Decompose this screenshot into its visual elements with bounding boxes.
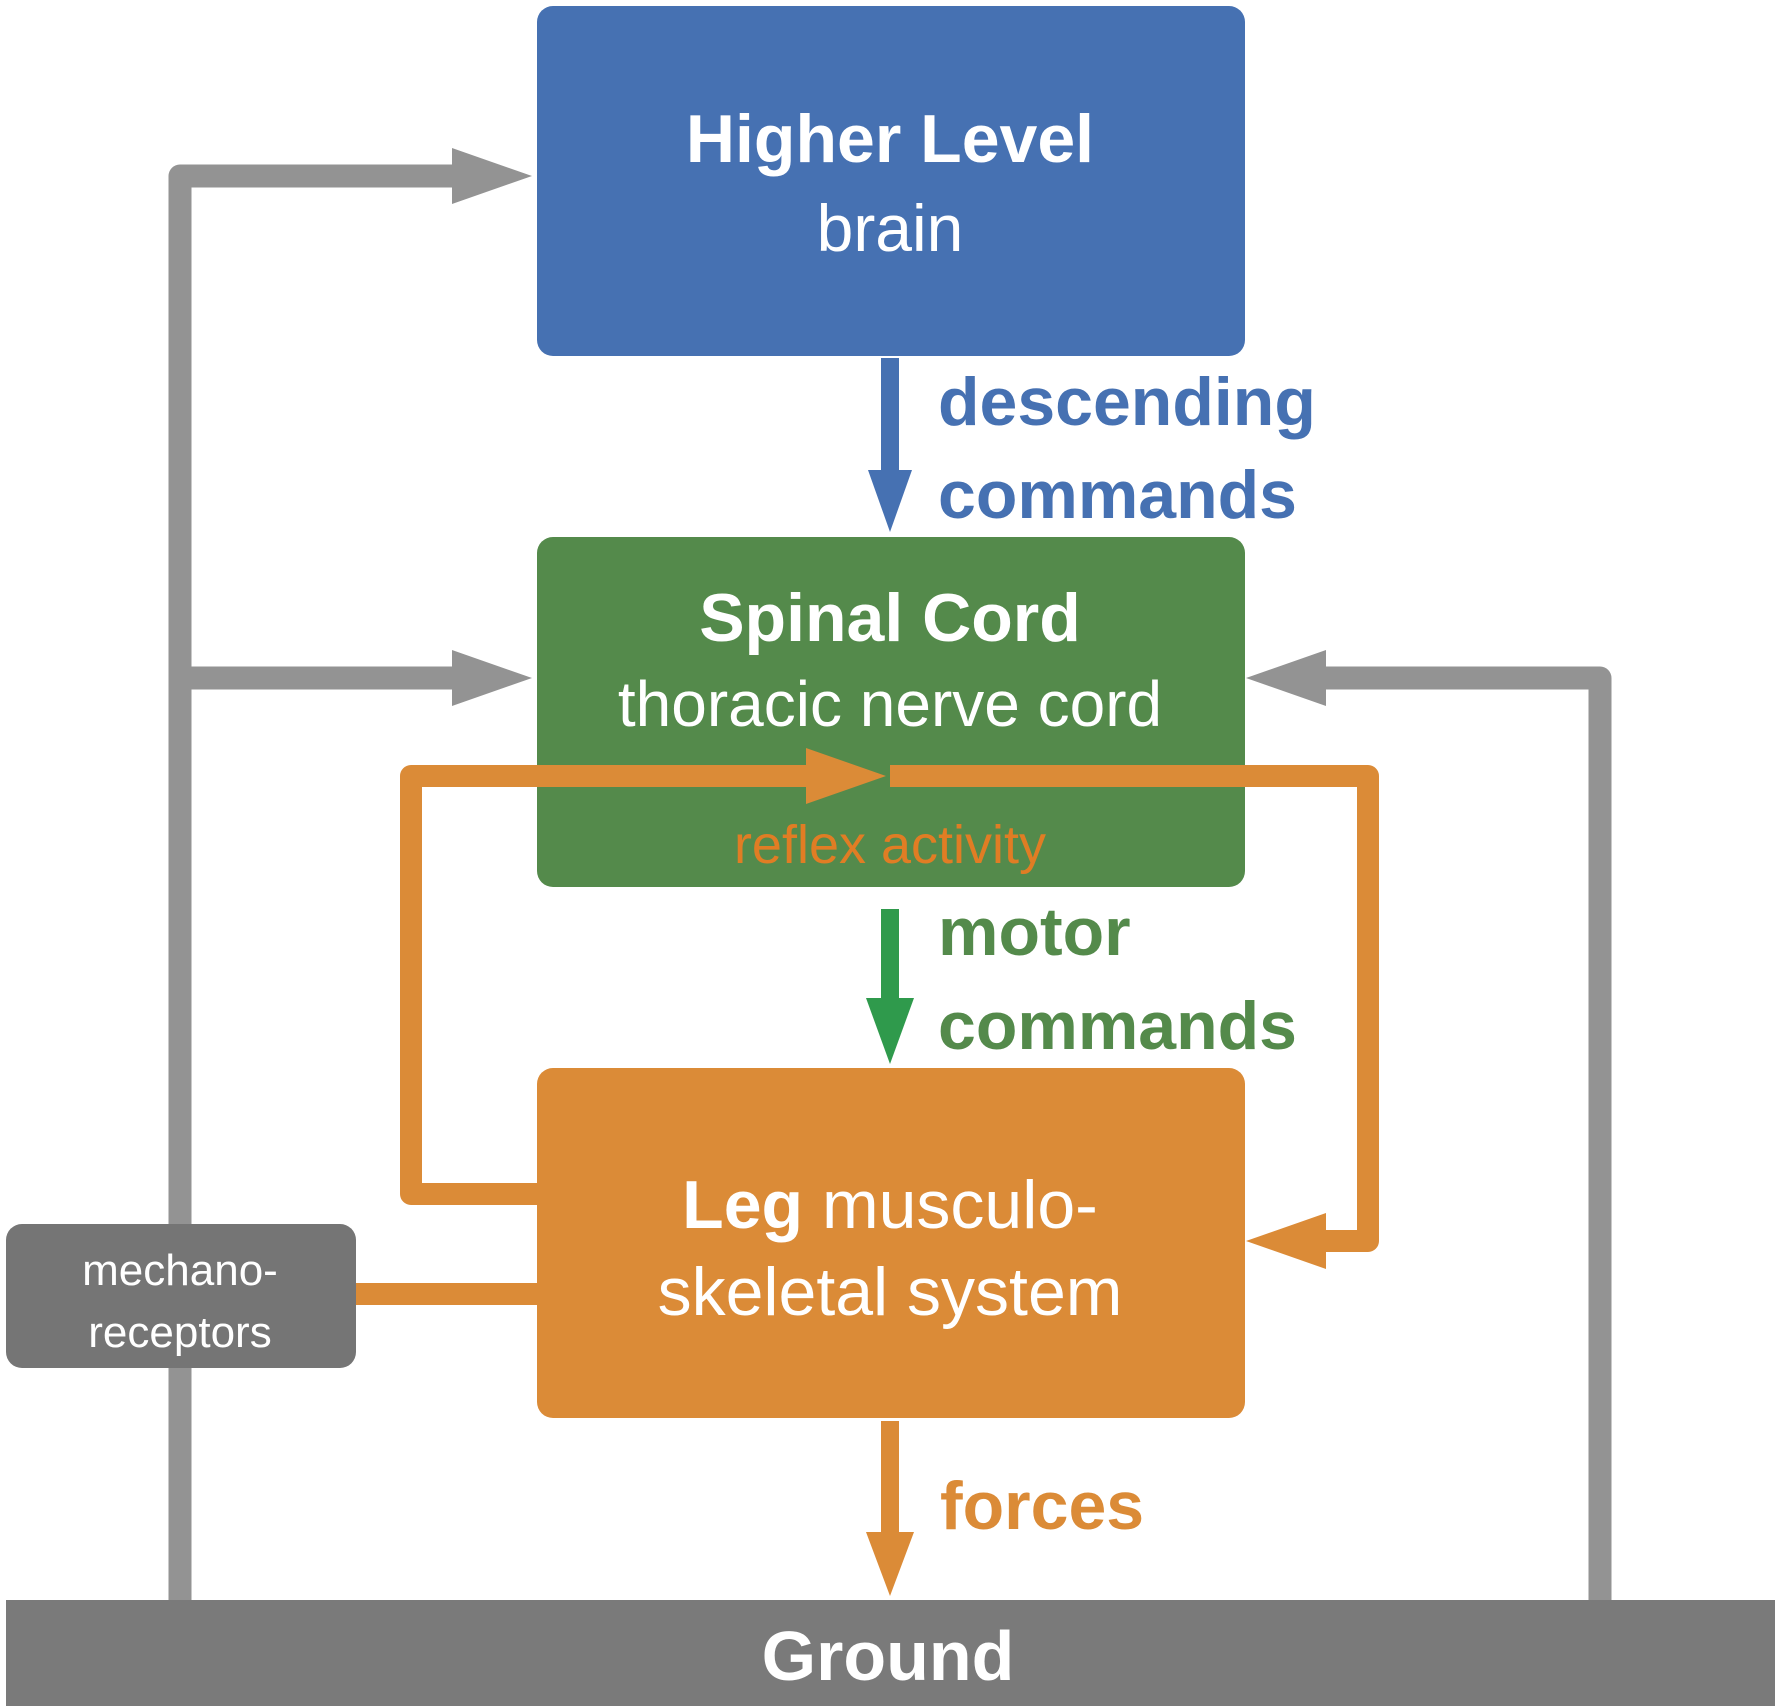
leg-line-2: skeletal system <box>658 1254 1123 1330</box>
descending-arrowhead <box>868 470 912 532</box>
mechanoreceptors-box <box>6 1224 356 1368</box>
spinal-cord-subtitle: thoracic nerve cord <box>618 668 1162 740</box>
mechanoreceptor-connector <box>350 1283 540 1305</box>
motor-arrow <box>866 909 914 1064</box>
right-feedback-path <box>1246 650 1612 1604</box>
reflex-arrowhead-top <box>806 748 886 804</box>
forces-label: forces <box>940 1468 1144 1544</box>
motor-arrowhead <box>866 998 914 1064</box>
feedback-arrowhead-spinal-left <box>452 650 532 706</box>
motor-label-line-2: commands <box>938 988 1297 1064</box>
descending-label-line-2: commands <box>938 457 1297 533</box>
higher-level-subtitle: brain <box>817 191 964 265</box>
feedback-line-to-brain <box>168 164 468 1604</box>
forces-arrow-shaft <box>881 1421 899 1537</box>
motor-arrow-shaft <box>881 909 899 1003</box>
reflex-line-right <box>890 765 1379 1252</box>
higher-level-title: Higher Level <box>686 101 1094 177</box>
motor-label-line-1: motor <box>938 894 1131 970</box>
descending-label-line-1: descending <box>938 364 1316 440</box>
feedback-line-to-spinal-right <box>1310 666 1612 1604</box>
reflex-loop <box>400 748 1379 1269</box>
leg-musculoskeletal-box <box>537 1068 1245 1418</box>
descending-arrow <box>868 358 912 532</box>
mechanoreceptors-line-1: mechano- <box>82 1246 278 1295</box>
spinal-cord-title: Spinal Cord <box>699 580 1081 656</box>
higher-level-box <box>537 6 1245 356</box>
reflex-activity-label: reflex activity <box>734 815 1046 875</box>
ground-label: Ground <box>762 1617 1015 1695</box>
reflex-line-left <box>400 765 815 1205</box>
leg-word: Leg <box>682 1167 803 1243</box>
spinal-cord-box <box>537 537 1245 887</box>
feedback-arrowhead-spinal-right <box>1246 650 1326 706</box>
descending-arrow-shaft <box>881 358 899 476</box>
feedback-arrowhead-brain <box>452 148 532 204</box>
forces-arrowhead <box>866 1532 914 1596</box>
leg-line-1: Leg musculo- <box>682 1167 1098 1243</box>
reflex-arrowhead-leg <box>1246 1213 1326 1269</box>
left-feedback-path <box>168 148 532 1604</box>
forces-arrow <box>866 1421 914 1596</box>
leg-line-1-rest: musculo- <box>803 1167 1098 1243</box>
ground-bar <box>6 1600 1775 1706</box>
mechanoreceptors-line-2: receptors <box>88 1308 271 1357</box>
